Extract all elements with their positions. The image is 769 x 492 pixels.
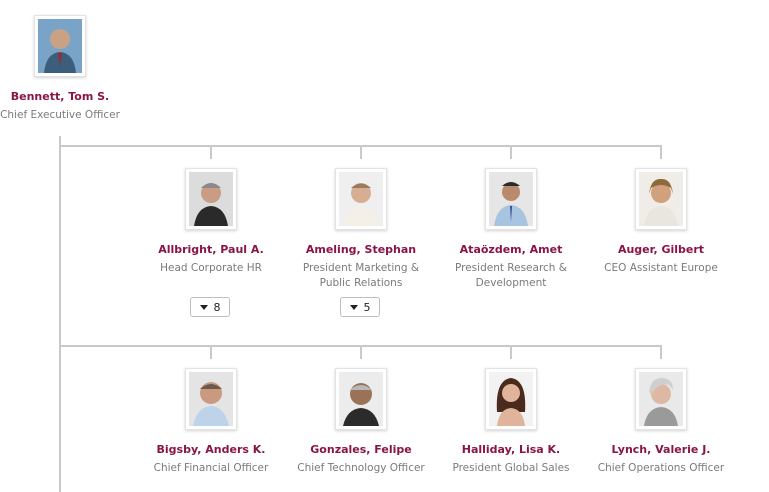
org-node[interactable]: Halliday, Lisa K. President Global Sales [436,368,586,476]
drop-connector [360,145,362,159]
org-node[interactable]: Ataözdem, Amet President Research & Deve… [436,168,586,291]
person-title: CEO Assistant Europe [604,262,718,274]
person-title: President Research & Development [454,262,567,289]
drop-connector [210,345,212,359]
org-node[interactable]: Gonzales, Felipe Chief Technology Office… [286,368,436,476]
person-photo-icon [34,15,86,77]
trunk-connector [59,136,61,492]
org-node[interactable]: Bigsby, Anders K. Chief Financial Office… [136,368,286,476]
person-name[interactable]: Auger, Gilbert [617,243,705,256]
person-name[interactable]: Gonzales, Felipe [310,443,412,456]
person-photo-icon [635,368,687,430]
org-node[interactable]: Allbright, Paul A. Head Corporate HR [136,168,286,276]
reports-count: 8 [213,300,221,314]
drop-connector [360,345,362,359]
reports-count: 5 [363,300,371,314]
person-name[interactable]: Lynch, Valerie J. [611,443,711,456]
org-node[interactable]: Ameling, Stephan President Marketing & P… [286,168,436,291]
drop-connector [510,345,512,359]
chevron-down-icon [349,304,358,310]
person-name[interactable]: Ameling, Stephan [305,243,417,256]
person-name[interactable]: Halliday, Lisa K. [461,443,561,456]
person-photo-icon [635,168,687,230]
person-title: Chief Technology Officer [297,462,425,474]
person-name[interactable]: Bennett, Tom S. [10,90,110,103]
person-title: President Marketing & Public Relations [302,262,420,289]
person-photo-icon [335,368,387,430]
person-title: President Global Sales [452,462,570,474]
drop-connector [210,145,212,159]
person-name[interactable]: Bigsby, Anders K. [156,443,266,456]
drop-connector [660,145,662,159]
person-name[interactable]: Allbright, Paul A. [158,243,264,256]
expand-reports-button[interactable]: 8 [190,297,230,317]
person-name[interactable]: Ataözdem, Amet [459,243,563,256]
person-photo-icon [185,168,237,230]
person-photo-icon [485,168,537,230]
org-node[interactable]: Auger, Gilbert CEO Assistant Europe [586,168,736,276]
org-node[interactable]: Lynch, Valerie J. Chief Operations Offic… [586,368,736,476]
person-title: Chief Operations Officer [597,462,725,474]
drop-connector [660,345,662,359]
expand-reports-button[interactable]: 5 [340,297,380,317]
person-title: Head Corporate HR [160,262,262,274]
drop-connector [510,145,512,159]
person-photo-icon [485,368,537,430]
person-photo-icon [185,368,237,430]
person-title: Chief Executive Officer [0,109,120,121]
org-node-ceo[interactable]: Bennett, Tom S. Chief Executive Officer [0,15,135,123]
person-photo-icon [335,168,387,230]
chevron-down-icon [199,304,208,310]
person-title: Chief Financial Officer [153,462,269,474]
